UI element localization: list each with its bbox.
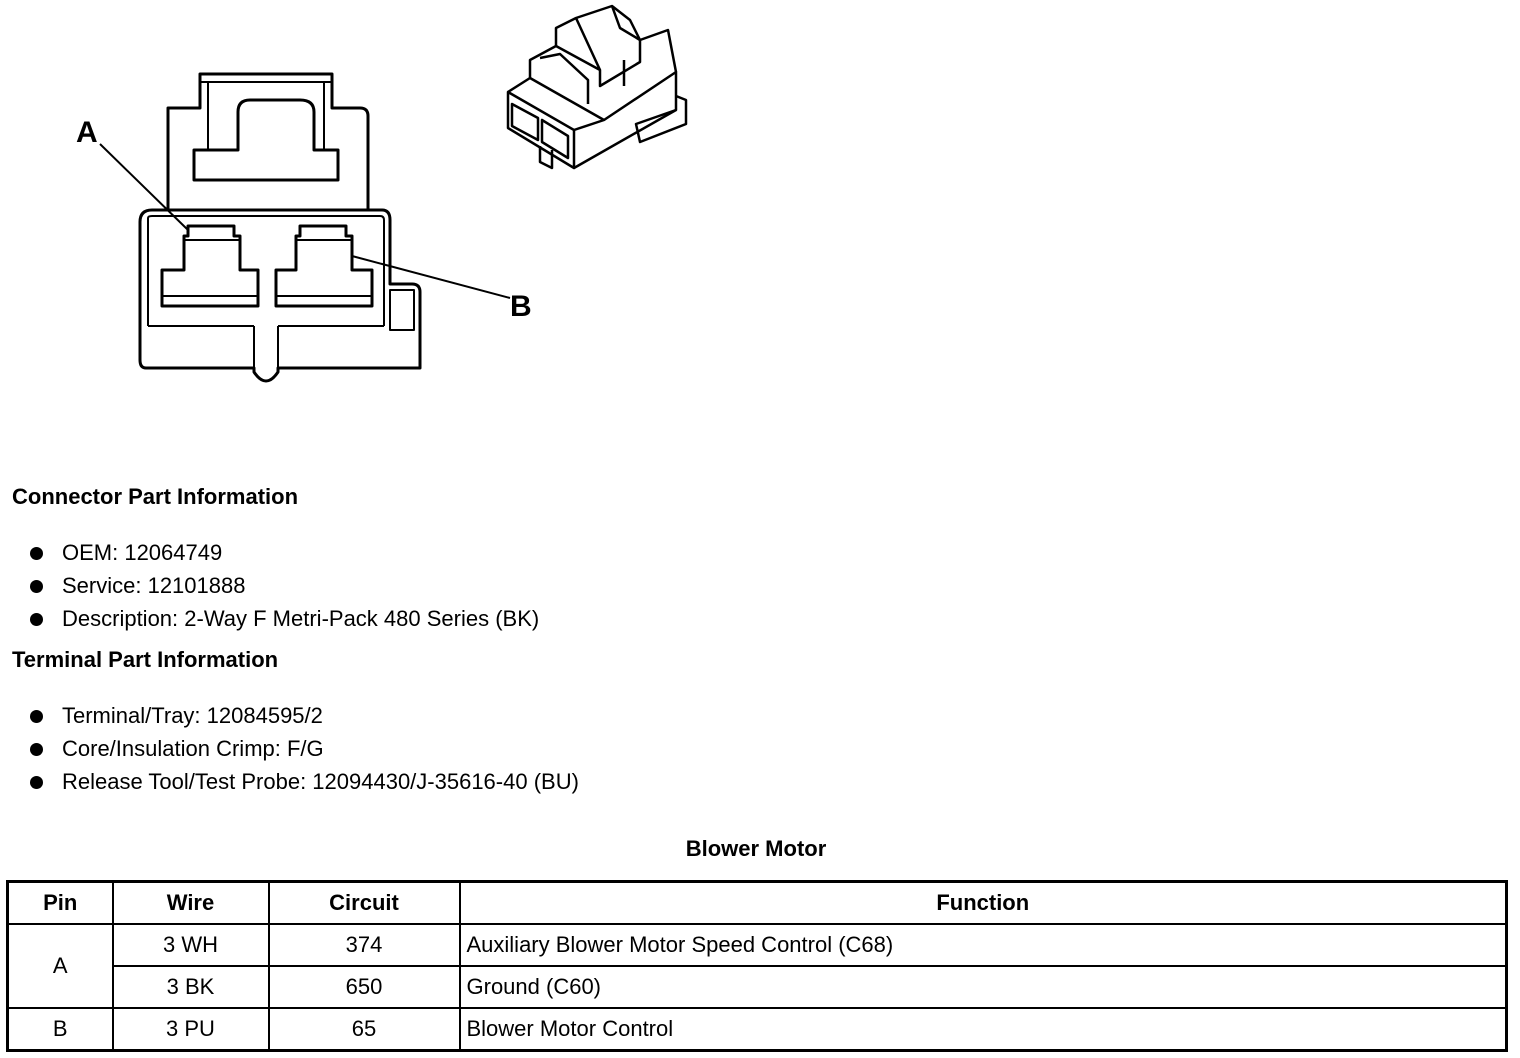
list-item: Service: 12101888: [30, 569, 539, 602]
bullet-icon: [30, 710, 43, 723]
connector-info-title: Connector Part Information: [12, 484, 299, 509]
column-header-function: Function: [458, 880, 1508, 925]
table-title: Blower Motor: [685, 836, 827, 861]
circuit-cell: 65: [267, 1007, 461, 1052]
column-header-wire: Wire: [111, 880, 270, 925]
function-cell: Ground (C60): [458, 965, 1508, 1009]
terminal-info-list: Terminal/Tray: 12084595/2 Core/Insulatio…: [30, 699, 579, 798]
table-row: A 3 WH 374 Auxiliary Blower Motor Speed …: [6, 923, 1508, 1009]
list-item: Core/Insulation Crimp: F/G: [30, 732, 579, 765]
pin-a-leader: [99, 143, 189, 231]
wire-cell: 3 PU: [111, 1007, 270, 1052]
wire-cell: 3 BK: [111, 965, 270, 1009]
pin-b-label: B: [510, 290, 532, 323]
terminal-cavity-a: [160, 224, 260, 308]
function-cell: Auxiliary Blower Motor Speed Control (C6…: [458, 923, 1508, 967]
connector-isometric: [506, 4, 688, 170]
terminal-info-title: Terminal Part Information: [12, 647, 279, 672]
connector-latch: [192, 98, 340, 182]
bullet-icon: [30, 547, 43, 560]
connector-diagram: A B: [76, 4, 688, 383]
pin-a-label: A: [76, 116, 98, 149]
connector-info-list: OEM: 12064749 Service: 12101888 Descript…: [30, 536, 539, 635]
table-row: B 3 PU 65 Blower Motor Control: [6, 1007, 1508, 1052]
bullet-icon: [30, 743, 43, 756]
pin-cell: B: [6, 1007, 114, 1052]
circuit-cell: 650: [267, 965, 461, 1009]
bullet-icon: [30, 580, 43, 593]
list-item: Terminal/Tray: 12084595/2: [30, 699, 579, 732]
pin-b-leader: [351, 255, 511, 299]
list-item: OEM: 12064749: [30, 536, 539, 569]
connector-lower-housing: [138, 208, 422, 383]
pin-cell: A: [6, 923, 114, 1009]
table-row: 3 BK 650 Ground (C60): [8, 965, 1508, 1009]
wire-cell: 3 WH: [111, 923, 270, 967]
terminal-cavity-b: [274, 224, 374, 308]
column-header-circuit: Circuit: [267, 880, 461, 925]
list-item: Description: 2-Way F Metri-Pack 480 Seri…: [30, 602, 539, 635]
column-header-pin: Pin: [6, 880, 114, 925]
bullet-icon: [30, 776, 43, 789]
function-cell: Blower Motor Control: [458, 1007, 1508, 1052]
list-item: Release Tool/Test Probe: 12094430/J-3561…: [30, 765, 579, 798]
table-header-row: Pin Wire Circuit Function: [6, 880, 1508, 925]
circuit-cell: 374: [267, 923, 461, 967]
pinout-table: Pin Wire Circuit Function A 3 WH 374 Aux…: [6, 880, 1508, 1052]
connector-upper-housing: [166, 72, 370, 212]
bullet-icon: [30, 613, 43, 626]
